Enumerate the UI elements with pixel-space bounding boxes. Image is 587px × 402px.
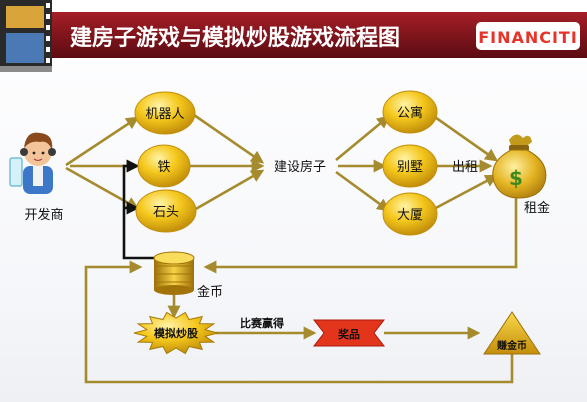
coin-feed-line — [122, 159, 154, 260]
developer: 开发商 — [9, 132, 64, 223]
prize-ribbon-shape — [312, 319, 386, 347]
arrows — [65, 113, 518, 384]
rent-out-label: 出租 — [452, 160, 478, 175]
arrow-build-apartment — [335, 115, 391, 162]
node-villa[interactable]: 别墅 — [382, 144, 438, 188]
arrow-robot-build — [193, 113, 265, 164]
developer-avatar-icon — [9, 132, 56, 194]
node-iron-label: 铁 — [157, 160, 170, 175]
arrow-earn-loop — [84, 260, 514, 384]
svg-text:$: $ — [509, 166, 523, 190]
coin-stack-icon — [153, 251, 195, 295]
node-iron[interactable]: 铁 — [137, 144, 191, 188]
node-stone-label: 石头 — [153, 205, 179, 220]
node-prize-label: 奖品 — [338, 327, 360, 341]
node-stock-sim[interactable]: 模拟炒股 — [133, 311, 219, 355]
arrow-developer-robot — [65, 116, 140, 167]
arrow-rent-to-coins — [203, 198, 518, 274]
gold-coin-label: 金币 — [197, 284, 223, 300]
filmstrip-icon — [0, 0, 52, 72]
developer-label: 开发商 — [24, 207, 63, 223]
gold-coins: 金币 — [153, 251, 223, 300]
arrow-developer-stone — [65, 166, 140, 210]
earn-triangle-shape — [483, 311, 541, 355]
arrow-apartment-bag — [431, 113, 499, 162]
node-apartment-label: 公寓 — [397, 105, 423, 121]
node-mansion-label: 大厦 — [397, 208, 423, 223]
starburst-shape — [133, 311, 219, 355]
money-bag-icon: $ — [492, 134, 547, 199]
brand-logo: FINANCITI — [476, 22, 580, 50]
arrow-stone-build — [193, 169, 265, 212]
node-stock-sim-label: 模拟炒股 — [154, 326, 199, 340]
contest-win-label: 比赛赢得 — [240, 316, 284, 330]
node-earn-coin[interactable]: 赚金币 — [483, 311, 541, 355]
money-bag: $ 租金 — [492, 134, 550, 216]
node-apartment[interactable]: 公寓 — [382, 90, 438, 134]
arrow-mansion-bag — [431, 174, 499, 212]
rent-label: 租金 — [524, 200, 550, 216]
arrow-coins-to-materials — [122, 159, 154, 260]
build-house-label: 建设房子 — [274, 159, 326, 175]
node-robot[interactable]: 机器人 — [134, 91, 196, 135]
node-villa-label: 别墅 — [397, 160, 423, 175]
header: 建房子游戏与模拟炒股游戏流程图 FINANCITI — [0, 0, 587, 72]
node-earn-coin-label: 赚金币 — [496, 339, 527, 352]
node-robot-label: 机器人 — [145, 107, 184, 122]
logo-text: FINANCITI — [478, 28, 578, 47]
node-stone[interactable]: 石头 — [135, 189, 197, 233]
page-title: 建房子游戏与模拟炒股游戏流程图 — [70, 25, 400, 51]
node-mansion[interactable]: 大厦 — [382, 192, 438, 236]
arrow-build-mansion — [335, 170, 391, 212]
node-prize[interactable]: 奖品 — [312, 319, 386, 347]
